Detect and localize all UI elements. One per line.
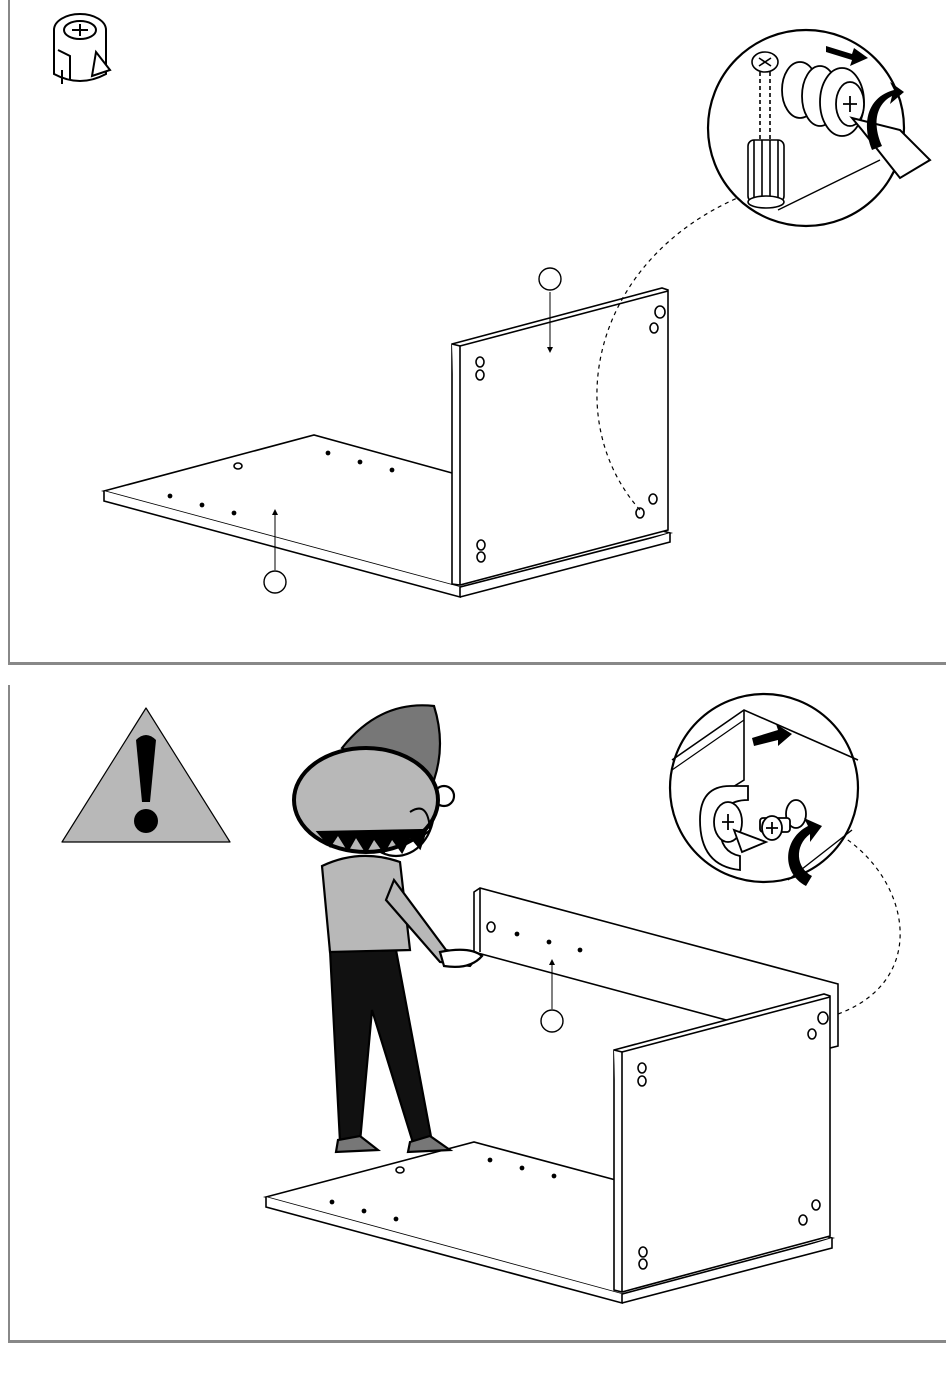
cam-lock-tightening-detail-lower	[670, 694, 858, 886]
warning-triangle-icon	[62, 708, 230, 842]
cam-lock-fitting-icon	[54, 14, 110, 84]
cam-lock-tightening-detail	[708, 30, 930, 226]
person-holding-back-panel	[294, 705, 482, 1152]
detail-leader-line-lower	[838, 836, 900, 1014]
